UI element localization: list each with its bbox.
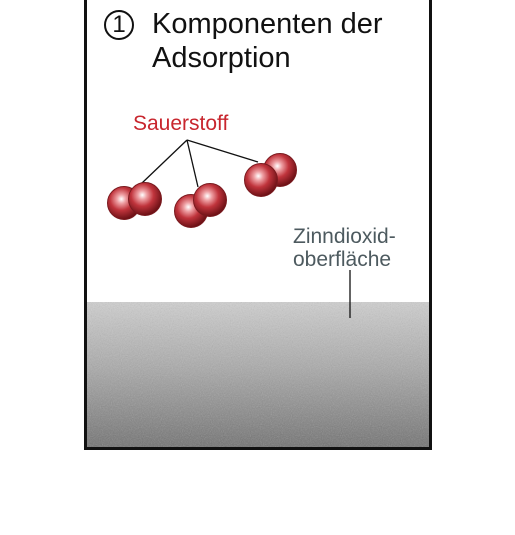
molecules-diagram bbox=[107, 139, 351, 318]
pointer-line-right bbox=[186, 139, 259, 163]
oxygen-molecule-1 bbox=[107, 182, 162, 220]
pointer-line-middle bbox=[186, 139, 199, 188]
oxygen-label: Sauerstoff bbox=[133, 112, 229, 135]
pointer-line-left bbox=[141, 139, 188, 184]
step-number-circle: 1 bbox=[104, 10, 134, 40]
oxygen-molecule-2 bbox=[174, 183, 227, 228]
surface-label-line-2: oberfläche bbox=[293, 248, 392, 271]
title-line-2: Adsorption bbox=[152, 42, 291, 74]
diagram-frame: 1 Komponenten der Adsorption Sauerstoff … bbox=[84, 0, 432, 450]
surface-grain-texture bbox=[87, 302, 429, 447]
title-line-1: Komponenten der bbox=[152, 8, 383, 40]
oxygen-molecule-3 bbox=[244, 153, 297, 197]
surface-label-line-1: Zinndioxid- bbox=[293, 225, 396, 248]
